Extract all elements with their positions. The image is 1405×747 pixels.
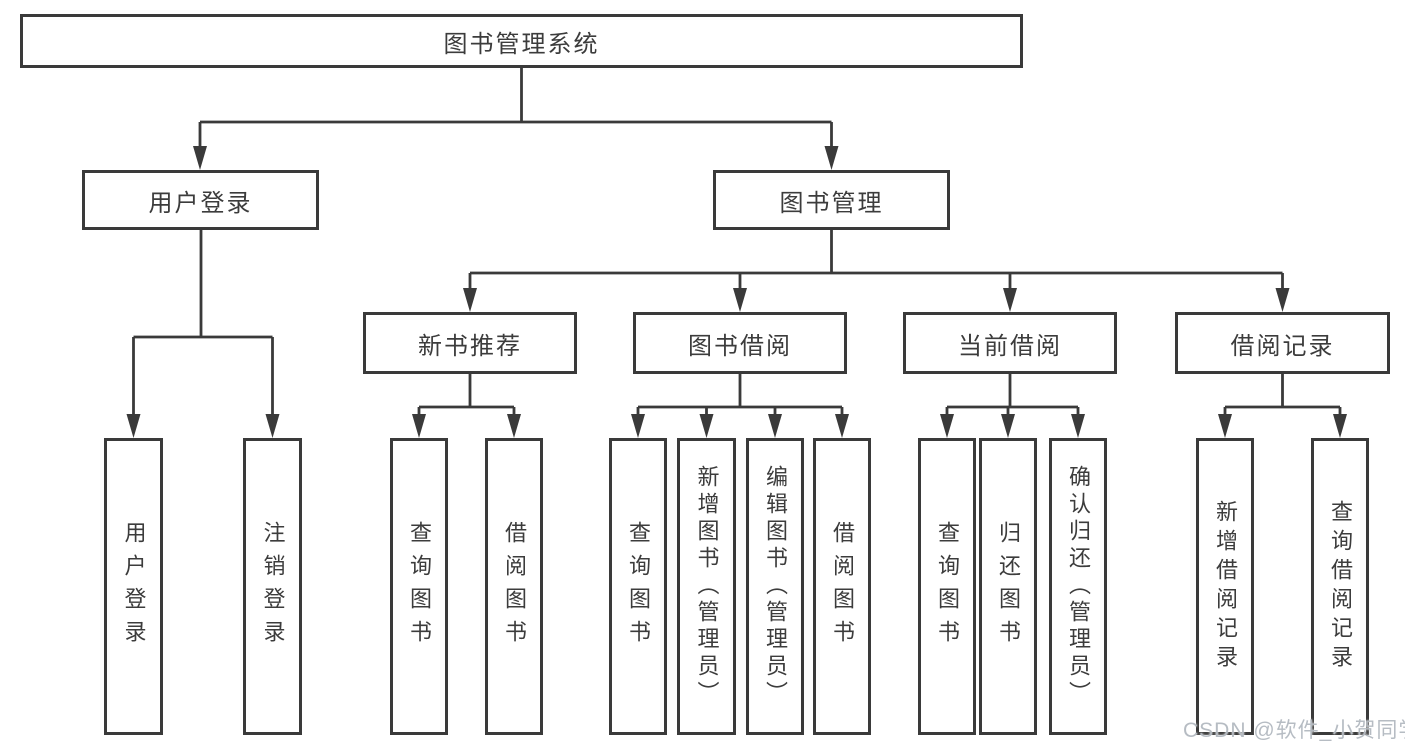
node-book-borrow: 图书借阅 (633, 312, 847, 374)
node-label: 图书借阅 (688, 332, 792, 360)
connector-new-book-recommend (417, 374, 516, 420)
node-label: 新书推荐 (418, 332, 522, 360)
leaf-query-books: 查询图书 (918, 438, 976, 735)
arrow-icon (126, 414, 141, 438)
node-label: 查询图书 (626, 520, 651, 653)
connector-borrow-records (1223, 374, 1342, 420)
node-label: 借阅图书 (502, 520, 527, 653)
node-label: 当前借阅 (958, 332, 1062, 360)
node-label: 新增图书（管理员） (694, 465, 720, 708)
arrow-icon (463, 288, 477, 312)
leaf-query-books: 查询图书 (609, 438, 667, 735)
connector-current-borrow (945, 374, 1080, 420)
connector-root (198, 68, 833, 152)
node-label: 确认归还（管理员） (1066, 465, 1091, 708)
leaf-borrow-books: 借阅图书 (813, 438, 871, 735)
arrow-icon (940, 414, 954, 438)
node-borrow-records: 借阅记录 (1175, 312, 1390, 374)
node-label: 注销登录 (260, 520, 286, 653)
leaf-edit-books-admin: 编辑图书（管理员） (746, 438, 804, 735)
leaf-add-books-admin: 新增图书（管理员） (677, 438, 736, 735)
arrow-icon (835, 414, 849, 438)
node-label: 查询图书 (407, 520, 432, 653)
arrow-icon (1003, 288, 1017, 312)
node-label: 新增借阅记录 (1213, 499, 1238, 674)
connector-user-login (132, 230, 274, 420)
arrow-icon (631, 414, 645, 438)
node-label: 归还图书 (996, 520, 1021, 653)
node-label: 查询借阅记录 (1328, 499, 1353, 674)
node-book-management: 图书管理 (713, 170, 950, 230)
arrow-icon (733, 288, 747, 312)
node-label: 图书管理 (779, 189, 884, 217)
arrow-icon (699, 414, 714, 438)
arrow-icon (412, 414, 426, 438)
leaf-add-borrow-record: 新增借阅记录 (1196, 438, 1254, 735)
arrow-icon (1001, 414, 1015, 438)
arrow-icon (265, 414, 280, 438)
leaf-query-borrow-record: 查询借阅记录 (1311, 438, 1369, 735)
arrow-icon (507, 414, 521, 438)
arrow-icon (768, 414, 782, 438)
arrow-icon (1071, 414, 1085, 438)
leaf-confirm-return-admin: 确认归还（管理员） (1049, 438, 1107, 735)
arrow-icon (1218, 414, 1232, 438)
arrow-icon (1333, 414, 1347, 438)
node-user-login: 用户登录 (82, 170, 319, 230)
node-label: 借阅记录 (1230, 332, 1335, 360)
arrow-icon (193, 146, 207, 170)
node-label: 用户登录 (121, 520, 147, 653)
leaf-user-login: 用户登录 (104, 438, 163, 735)
arrow-icon (824, 146, 839, 170)
node-label: 查询图书 (935, 520, 960, 653)
leaf-logout: 注销登录 (243, 438, 302, 735)
node-label: 用户登录 (148, 189, 253, 217)
leaf-return-books: 归还图书 (979, 438, 1037, 735)
leaf-query-books: 查询图书 (390, 438, 448, 735)
node-label: 借阅图书 (830, 520, 855, 653)
node-label: 编辑图书（管理员） (763, 465, 788, 708)
arrow-icon (1275, 288, 1290, 312)
leaf-borrow-books: 借阅图书 (485, 438, 543, 735)
node-current-borrow: 当前借阅 (903, 312, 1117, 374)
connector-book-borrow (636, 374, 844, 420)
node-label: 图书管理系统 (443, 30, 600, 58)
connector-book-management (468, 230, 1284, 294)
node-library-system: 图书管理系统 (20, 14, 1023, 68)
node-new-book-recommend: 新书推荐 (363, 312, 577, 374)
csdn-watermark: CSDN @软件_小贺同学 (1183, 719, 1405, 742)
